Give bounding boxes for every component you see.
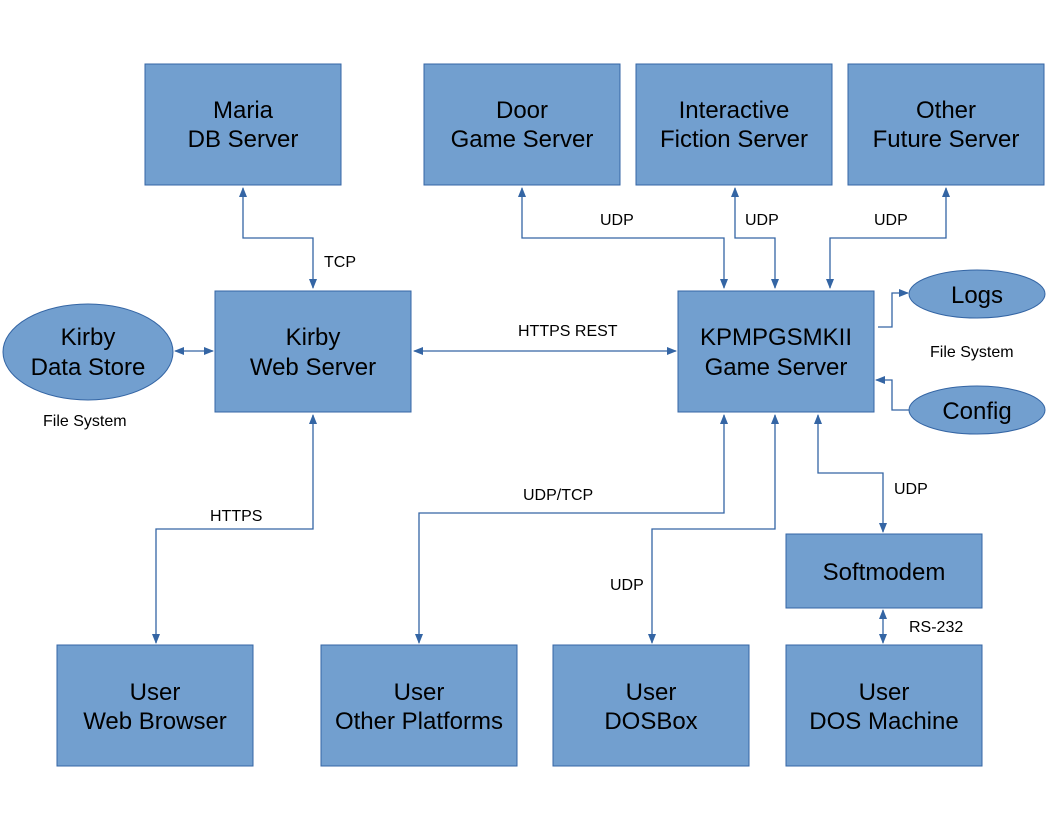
- svg-text:Other Platforms: Other Platforms: [335, 708, 503, 735]
- node-other-future-server: Other Future Server: [847, 63, 1045, 186]
- label-rs232: RS-232: [909, 619, 963, 636]
- edge-fiction-game: [731, 187, 779, 289]
- svg-text:DOS Machine: DOS Machine: [809, 708, 958, 735]
- node-user-dos-machine: User DOS Machine: [785, 644, 983, 767]
- node-line: Maria: [213, 97, 274, 124]
- node-line: DOSBox: [604, 708, 697, 735]
- svg-text:Fiction Server: Fiction Server: [660, 126, 808, 153]
- svg-text:Data Store: Data Store: [31, 354, 146, 381]
- edge-kirby-browser: [152, 414, 317, 644]
- edge-game-logs: [878, 289, 909, 328]
- svg-text:DB Server: DB Server: [188, 126, 299, 153]
- svg-text:Future Server: Future Server: [873, 126, 1020, 153]
- label-udp-door: UDP: [600, 212, 634, 229]
- label-https-rest: HTTPS REST: [518, 323, 618, 340]
- svg-text:Game Server: Game Server: [451, 126, 594, 153]
- edge-future-game: [826, 187, 950, 289]
- node-kirby-web-server: Kirby Web Server: [214, 290, 412, 413]
- node-line: DOS Machine: [809, 708, 958, 735]
- edge-game-softmodem: [814, 414, 887, 533]
- svg-text:User: User: [626, 679, 677, 706]
- svg-text:User: User: [859, 679, 910, 706]
- node-line: User: [626, 679, 677, 706]
- node-line: Logs: [951, 282, 1003, 309]
- node-softmodem: Softmodem: [785, 533, 983, 609]
- node-maria-db-server: Maria DB Server: [144, 63, 342, 186]
- label-udp-tcp: UDP/TCP: [523, 487, 593, 504]
- node-line: Other Platforms: [335, 708, 503, 735]
- svg-text:Logs: Logs: [951, 282, 1003, 309]
- node-line: Web Server: [250, 354, 376, 381]
- svg-text:Kirby: Kirby: [61, 324, 116, 351]
- label-tcp: TCP: [324, 254, 356, 271]
- node-line: Future Server: [873, 126, 1020, 153]
- label-file-system-game: File System: [930, 344, 1014, 361]
- svg-text:Game Server: Game Server: [705, 354, 848, 381]
- node-line: Data Store: [31, 354, 146, 381]
- node-door-game-server: Door Game Server: [423, 63, 621, 186]
- node-kpmpgsmkii-game-server: KPMPGSMKII Game Server: [677, 290, 875, 413]
- label-udp-softmodem: UDP: [894, 481, 928, 498]
- node-line: Door: [496, 97, 548, 124]
- node-user-other-platforms: User Other Platforms: [320, 644, 518, 767]
- svg-text:Other: Other: [916, 97, 976, 124]
- node-user-dosbox: User DOSBox: [552, 644, 750, 767]
- node-line: Interactive: [679, 97, 790, 124]
- edge-maria-kirby: [239, 187, 317, 289]
- edge-labels: TCP UDP UDP UDP HTTPS REST File System F…: [43, 212, 1014, 636]
- node-line: Fiction Server: [660, 126, 808, 153]
- node-line: Game Server: [705, 354, 848, 381]
- edge-config-game: [875, 376, 910, 411]
- node-line: KPMPGSMKII: [700, 324, 852, 351]
- edge-game-dosbox: [648, 414, 779, 644]
- node-line: Softmodem: [823, 559, 946, 586]
- node-line: User: [130, 679, 181, 706]
- label-udp-fiction: UDP: [745, 212, 779, 229]
- svg-text:DOSBox: DOSBox: [604, 708, 697, 735]
- label-udp-future: UDP: [874, 212, 908, 229]
- node-interactive-fiction-server: Interactive Fiction Server: [635, 63, 833, 186]
- node-line: Web Browser: [83, 708, 227, 735]
- label-file-system-kirby: File System: [43, 413, 127, 430]
- node-line: Game Server: [451, 126, 594, 153]
- node-line: Kirby: [286, 324, 341, 351]
- svg-text:Config: Config: [942, 398, 1011, 425]
- svg-text:Web Browser: Web Browser: [83, 708, 227, 735]
- node-line: User: [394, 679, 445, 706]
- node-kirby-data-store: Kirby Data Store: [2, 303, 174, 401]
- svg-text:Door: Door: [496, 97, 548, 124]
- svg-text:Softmodem: Softmodem: [823, 559, 946, 586]
- label-https: HTTPS: [210, 508, 262, 525]
- node-line: DB Server: [188, 126, 299, 153]
- svg-text:KPMPGSMKII: KPMPGSMKII: [700, 324, 852, 351]
- edge-door-game: [518, 187, 728, 289]
- label-udp-dosbox: UDP: [610, 577, 644, 594]
- node-line: Config: [942, 398, 1011, 425]
- svg-text:Maria: Maria: [213, 97, 274, 124]
- node-line: User: [859, 679, 910, 706]
- node-line: Kirby: [61, 324, 116, 351]
- svg-text:Interactive: Interactive: [679, 97, 790, 124]
- node-line: Other: [916, 97, 976, 124]
- edges: [152, 187, 950, 644]
- svg-text:Web Server: Web Server: [250, 354, 376, 381]
- svg-text:User: User: [394, 679, 445, 706]
- svg-text:User: User: [130, 679, 181, 706]
- node-config: Config: [908, 385, 1046, 435]
- node-user-web-browser: User Web Browser: [56, 644, 254, 767]
- svg-text:Kirby: Kirby: [286, 324, 341, 351]
- node-logs: Logs: [908, 269, 1046, 319]
